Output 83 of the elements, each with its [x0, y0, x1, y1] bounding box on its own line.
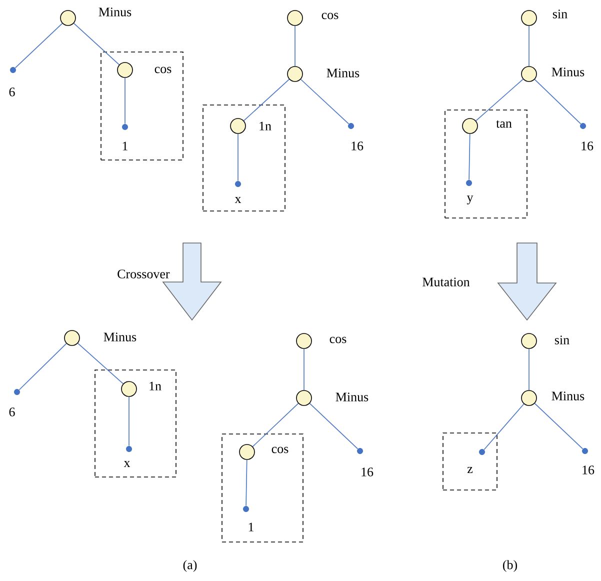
tree-node: tan	[462, 118, 512, 134]
node-label: x	[124, 461, 130, 467]
tree-branch	[300, 78, 350, 124]
tree-branch	[124, 78, 126, 124]
leaf-node: y	[466, 180, 474, 204]
tree-branch	[14, 23, 63, 68]
tree-node: Minus	[521, 66, 584, 82]
tree-node: cos	[287, 10, 338, 26]
leaf-node: 16	[357, 448, 374, 476]
dashed-box	[444, 110, 528, 218]
tree-node: 1n	[121, 381, 162, 397]
node-label: 1n	[150, 382, 162, 390]
leaf-node: 6	[9, 67, 16, 96]
tree-branch	[252, 403, 299, 447]
tree-node: cos	[117, 62, 172, 78]
node-label: z	[467, 467, 473, 473]
leaf-node: 16	[580, 123, 594, 150]
dashed-box	[202, 104, 286, 212]
node-label: sin	[554, 336, 570, 344]
node-label: 16	[582, 466, 594, 474]
tree-branch	[528, 348, 530, 390]
tree-branch	[309, 403, 358, 450]
node-label: Minus	[552, 68, 584, 76]
tree-node: 1n	[230, 118, 272, 134]
leaf-node: 16	[582, 448, 594, 474]
tree-branch	[534, 403, 584, 450]
tree-branch	[476, 78, 524, 122]
node-label: 1n	[260, 122, 272, 130]
leaf-node: x	[234, 181, 242, 203]
dashed-box	[222, 434, 304, 542]
leaf-node: 1	[243, 506, 254, 532]
node-label: sin	[552, 10, 568, 18]
node-label: Minus	[552, 392, 584, 400]
operation-label: Crossover	[118, 270, 170, 278]
tree-branch	[468, 134, 470, 180]
tree-node: Minus	[64, 330, 136, 346]
node-label: Minus	[336, 392, 368, 402]
node-label: y	[466, 196, 474, 204]
node-label: tan	[496, 120, 512, 128]
dashed-box	[442, 432, 498, 490]
tree-node: cos	[239, 444, 288, 460]
node-label: 1	[122, 142, 128, 150]
tree-branch	[128, 396, 130, 446]
node-label: Minus	[104, 332, 136, 342]
operation-label: Mutation	[422, 278, 470, 286]
tree-branch	[484, 404, 524, 450]
tree-node: sin	[521, 333, 570, 349]
tree-branch	[18, 343, 67, 390]
node-label: x	[234, 197, 242, 203]
tree-node: Minus	[287, 66, 360, 82]
leaf-node: z	[467, 449, 485, 473]
tree-node: Minus	[60, 8, 132, 26]
node-label: 16	[352, 142, 364, 150]
node-label: Minus	[98, 8, 132, 16]
tree-node: Minus	[296, 390, 368, 406]
leaf-node: 6	[9, 389, 20, 416]
tree-node: cos	[296, 333, 346, 349]
tree-branch	[243, 78, 290, 122]
panel-label: (b)	[503, 560, 518, 572]
dashed-box	[100, 52, 184, 160]
tree-branch	[78, 342, 124, 384]
node-label: 1	[248, 522, 254, 532]
tree-node: sin	[521, 10, 568, 26]
tree-branch	[246, 460, 248, 506]
node-label: 6	[9, 408, 15, 416]
node-label: 16	[362, 468, 374, 476]
tree-branch	[528, 26, 530, 66]
panel-label: (a)	[183, 560, 197, 572]
dashed-box	[94, 370, 176, 478]
leaf-node: 1	[122, 124, 128, 150]
tree-branch	[534, 79, 582, 124]
node-label: cos	[272, 446, 288, 454]
tree-branch	[294, 26, 296, 66]
node-label: cos	[322, 12, 338, 20]
tree-branch	[73, 22, 120, 66]
node-label: 16	[582, 142, 594, 150]
tree-node: Minus	[521, 390, 584, 406]
leaf-node: 16	[348, 123, 364, 150]
leaf-node: x	[124, 446, 132, 467]
node-label: 6	[9, 88, 15, 96]
node-label: cos	[330, 336, 346, 344]
node-label: cos	[154, 66, 172, 74]
node-label: Minus	[326, 68, 360, 78]
